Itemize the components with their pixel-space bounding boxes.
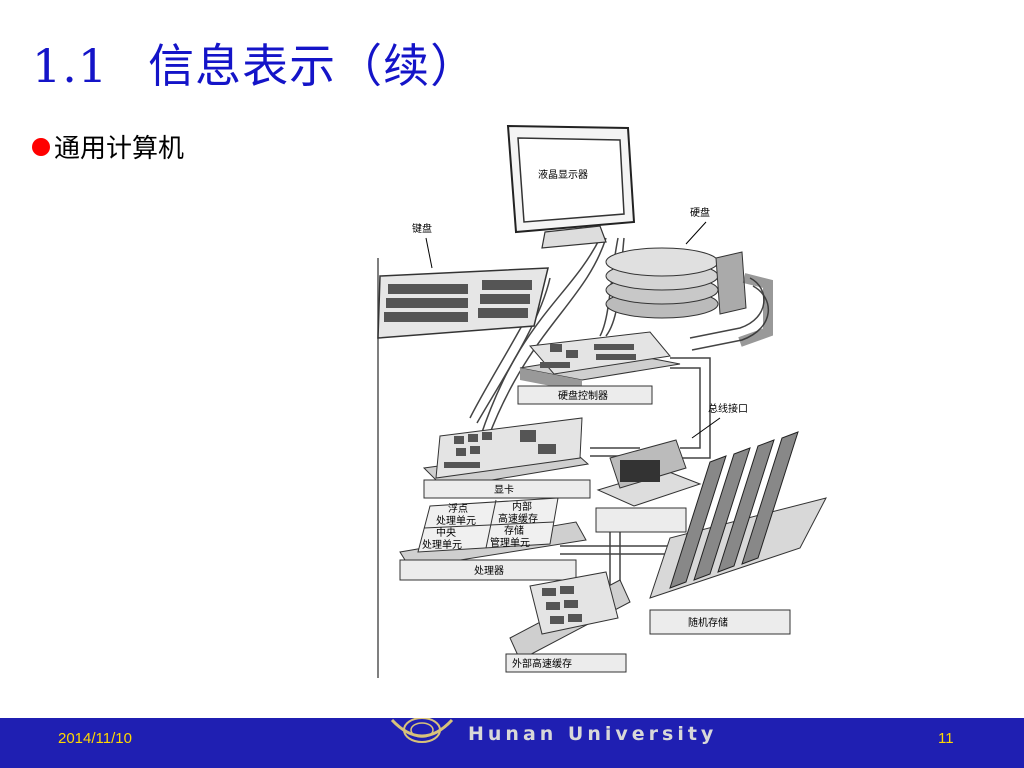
lcd-monitor: 液晶显示器 [506, 124, 636, 249]
label-bus-interface: 总线接口 [708, 402, 748, 415]
ram: 随机存储 [649, 431, 827, 635]
bullet-text: 通用计算机 [54, 134, 185, 164]
slide-title: 1.1 信息表示（续） [32, 30, 477, 96]
label-internal-cache-line1: 内部 [512, 500, 532, 513]
label-external-cache: 外部高速缓存 [512, 657, 572, 670]
computer-components-diagram: 液晶显示器 键盘 硬盘 [370, 118, 840, 680]
page-number: 11 [938, 730, 954, 747]
label-keyboard: 键盘 [412, 222, 432, 235]
label-mmu-line1: 存储 [504, 524, 524, 537]
graphics-card: 显卡 [422, 417, 591, 499]
label-hard-disk: 硬盘 [690, 206, 710, 219]
external-cache: 外部高速缓存 [505, 571, 631, 673]
bus-interface: 总线接口 [595, 402, 748, 533]
label-fpu-line1: 浮点 [448, 503, 468, 515]
disk-controller: 硬盘控制器 [517, 331, 681, 405]
footer-date: 2014/11/10 [58, 730, 132, 747]
label-disk-controller: 硬盘控制器 [558, 389, 608, 402]
university-seal-icon [390, 718, 454, 743]
label-internal-cache-line2: 高速缓存 [498, 512, 538, 525]
bullet-dot-icon [32, 137, 50, 156]
processor: 浮点 处理单元 内部 高速缓存 中央 处理单元 存储 管理单元 处理器 [399, 497, 587, 581]
title-number: 1.1 [32, 39, 109, 93]
label-fpu-line2: 处理单元 [436, 515, 476, 527]
keyboard: 键盘 [377, 222, 549, 339]
label-cpu-line1: 中央 [436, 526, 456, 539]
hard-disk: 硬盘 [605, 206, 773, 347]
label-processor: 处理器 [474, 565, 504, 577]
title-text: 信息表示（续） [148, 39, 478, 93]
label-lcd-monitor: 液晶显示器 [538, 168, 588, 181]
label-ram: 随机存储 [688, 616, 728, 629]
label-mmu-line2: 管理单元 [490, 536, 530, 549]
label-graphics-card: 显卡 [494, 483, 514, 496]
bullet-item: 通用计算机 [32, 128, 184, 165]
footer-university: Hunan University [468, 723, 718, 745]
footer-bar: 2014/11/10 Hunan University 11 [0, 718, 1024, 768]
label-cpu-line2: 处理单元 [422, 539, 462, 551]
